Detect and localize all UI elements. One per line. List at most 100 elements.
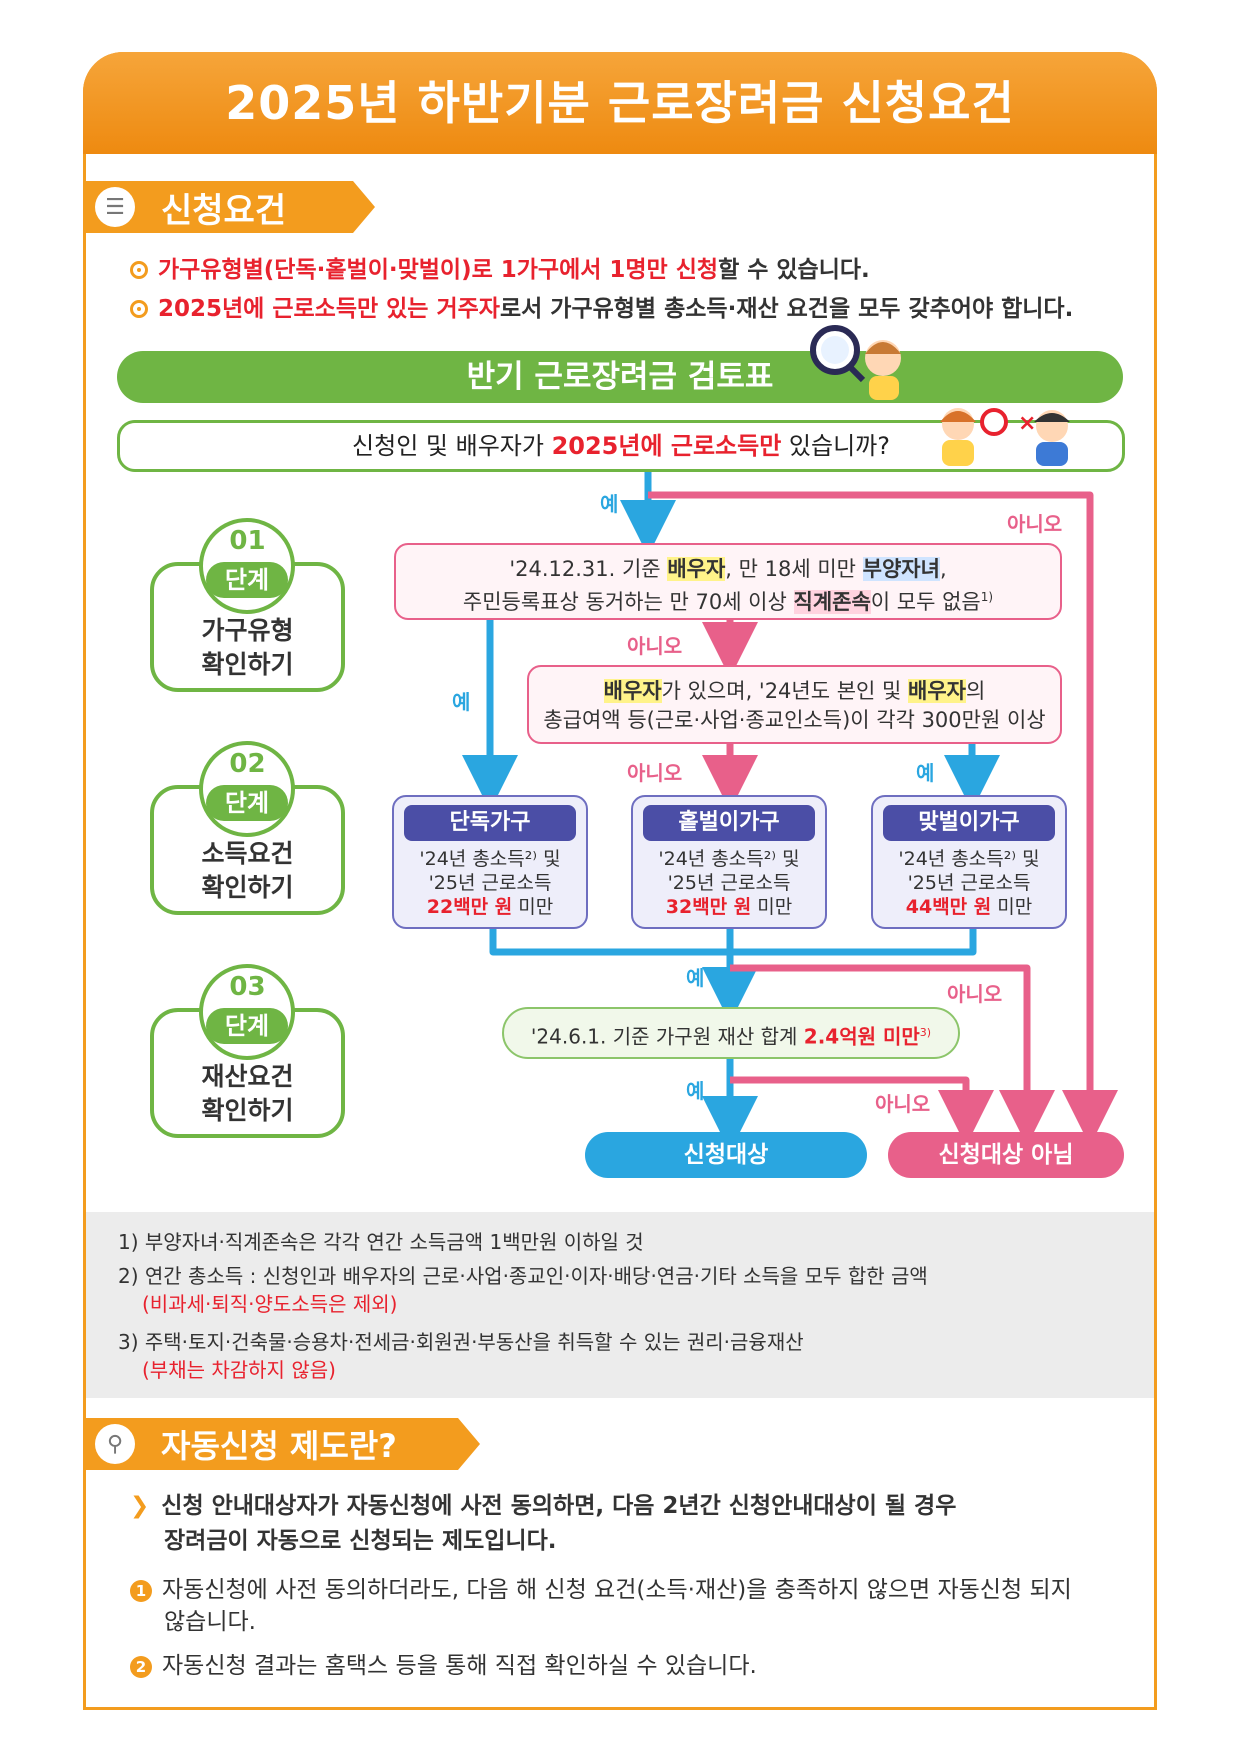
- number-marker-icon: 2: [130, 1656, 152, 1678]
- checklist-title: 반기 근로장려금 검토표: [117, 351, 1123, 403]
- question-text: 신청인 및 배우자가: [352, 432, 552, 460]
- section-title: 자동신청 제도란?: [161, 1427, 397, 1465]
- step-text-line2: 확인하기: [201, 873, 294, 902]
- household-amount: 44백만 원: [905, 896, 992, 918]
- asset-requirement-box: '24.6.1. 기준 가구원 재산 합계 2.4억원 미만3): [502, 1007, 960, 1059]
- household-line: '24년 총소득²⁾ 및: [898, 848, 1040, 870]
- highlight-spouse: 배우자: [908, 679, 967, 703]
- question-highlight: 2025년에 근로소득만: [551, 432, 782, 460]
- footnote-2-sub: (비과세·퇴직·양도소득은 제외): [142, 1292, 398, 1316]
- highlight-lineal-ascendant: 직계존속: [793, 590, 871, 614]
- step-number: 01: [229, 526, 266, 556]
- bullet-highlight: 2025년에 근로소득만 있는 거주자: [158, 296, 500, 322]
- flow-label-yes: 예: [916, 761, 935, 785]
- chevron-right-icon: ❯: [130, 1493, 150, 1519]
- decision-text: 이 모두 없음: [870, 590, 981, 614]
- flow-label-no: 아니오: [627, 761, 683, 785]
- svg-text:×: ×: [1018, 411, 1036, 436]
- household-line: '25년 근로소득: [428, 872, 552, 894]
- footnote-3-sub: (부채는 차감하지 않음): [142, 1358, 336, 1382]
- household-line: '24년 총소득²⁾ 및: [658, 848, 800, 870]
- auto-apply-item-1: 1 자동신청에 사전 동의하더라도, 다음 해 신청 요건(소득·재산)을 충족하…: [130, 1570, 1072, 1604]
- step-text-line2: 확인하기: [201, 1096, 294, 1125]
- section-title: 신청요건: [161, 190, 287, 231]
- magnifier-icon: ⚲: [95, 1424, 135, 1464]
- document-icon: ☰: [95, 187, 135, 227]
- flow-label-no: 아니오: [1007, 512, 1063, 536]
- decision-text: ,: [939, 557, 947, 581]
- household-title: 홑벌이가구: [643, 805, 815, 841]
- requirement-bullet-1: 가구유형별(단독·홑벌이·맞벌이)로 1가구에서 1명만 신청할 수 있습니다.: [130, 250, 870, 284]
- asset-highlight: 2.4억원 미만: [803, 1024, 920, 1049]
- highlight-spouse: 배우자: [667, 557, 726, 581]
- household-title: 맞벌이가구: [883, 805, 1055, 841]
- auto-item2-text: 자동신청 결과는 홈택스 등을 통해 직접 확인하실 수 있습니다.: [162, 1653, 757, 1679]
- bullet-text: 로서 가구유형별 총소득·재산 요건을 모두 갖추어야 합니다.: [499, 296, 1074, 322]
- asset-text: '24.6.1. 기준 가구원 재산 합계: [530, 1024, 804, 1049]
- flow-label-no: 아니오: [947, 982, 1003, 1006]
- step-text-line1: 가구유형: [201, 616, 294, 645]
- step-label: 단계: [206, 785, 288, 821]
- footnote-2: 2) 연간 총소득 : 신청인과 배우자의 근로·사업·종교인·이자·배당·연금…: [118, 1264, 928, 1288]
- number-marker-icon: 1: [130, 1580, 152, 1602]
- household-suffix: 미만: [512, 896, 554, 918]
- flow-label-yes: 예: [600, 492, 619, 516]
- household-title: 단독가구: [404, 805, 576, 841]
- step-text-line2: 확인하기: [201, 650, 294, 679]
- step-text-line1: 소득요건: [201, 839, 294, 868]
- step-number: 02: [229, 749, 266, 779]
- footnote-mark: 1): [980, 590, 994, 604]
- bullet-circle-icon: [130, 261, 148, 279]
- highlight-spouse: 배우자: [603, 679, 662, 703]
- requirement-bullet-2: 2025년에 근로소득만 있는 거주자로서 가구유형별 총소득·재산 요건을 모…: [130, 289, 1073, 323]
- household-line: '25년 근로소득: [907, 872, 1031, 894]
- step-number: 03: [229, 972, 266, 1002]
- auto-main-line2: 장려금이 자동으로 신청되는 제도입니다.: [164, 1528, 557, 1554]
- decision-text: , 만 18세 미만: [725, 557, 863, 581]
- household-suffix: 미만: [751, 896, 793, 918]
- flow-label-yes: 예: [686, 966, 705, 990]
- auto-apply-item-2: 2 자동신청 결과는 홈택스 등을 통해 직접 확인하실 수 있습니다.: [130, 1646, 757, 1680]
- bullet-circle-icon: [130, 300, 148, 318]
- section-tab-auto-apply: ⚲ 자동신청 제도란?: [83, 1418, 480, 1470]
- step-label: 단계: [206, 562, 288, 598]
- footnote-1: 1) 부양자녀·직계존속은 각각 연간 소득금액 1백만원 이하일 것: [118, 1230, 644, 1254]
- household-line: '24년 총소득²⁾ 및: [419, 848, 561, 870]
- ox-kids-icon: ×: [940, 408, 1070, 466]
- bullet-highlight: 가구유형별(단독·홑벌이·맞벌이)로 1가구에서 1명만 신청: [158, 257, 719, 283]
- auto-apply-main: ❯ 신청 안내대상자가 자동신청에 사전 동의하면, 다음 2년간 신청안내대상이…: [130, 1486, 956, 1520]
- footnote-mark: 3): [919, 1026, 932, 1039]
- decision-text: '24.12.31. 기준: [509, 557, 668, 581]
- decision-box-spouse-income: 배우자가 있으며, '24년도 본인 및 배우자의 총급여액 등(근로·사업·종…: [527, 665, 1062, 744]
- magnifier-kid-icon: [810, 325, 901, 400]
- flow-label-no: 아니오: [875, 1092, 931, 1116]
- decision-text: 의: [966, 679, 986, 703]
- result-not-eligible: 신청대상 아님: [888, 1132, 1124, 1178]
- step-label: 단계: [206, 1008, 288, 1044]
- decision-text: 가 있으며, '24년도 본인 및: [661, 679, 909, 703]
- highlight-dependent-children: 부양자녀: [862, 557, 940, 581]
- flow-label-yes: 예: [686, 1079, 705, 1103]
- bullet-text: 할 수 있습니다.: [718, 257, 870, 283]
- auto-item1-line2: 않습니다.: [164, 1609, 256, 1635]
- household-amount: 32백만 원: [665, 896, 752, 918]
- decision-text: 주민등록표상 동거하는 만 70세 이상: [462, 590, 794, 614]
- decision-text: 총급여액 등(근로·사업·종교인소득)이 각각 300만원 이상: [543, 708, 1046, 732]
- page-title: 2025년 하반기분 근로장려금 신청요건: [83, 52, 1157, 154]
- step-text-line1: 재산요건: [201, 1062, 294, 1091]
- question-text-end: 있습니까?: [781, 432, 890, 460]
- flow-label-no: 아니오: [627, 634, 683, 658]
- auto-main-line1: 신청 안내대상자가 자동신청에 사전 동의하면, 다음 2년간 신청안내대상이 …: [161, 1493, 957, 1519]
- household-amount: 22백만 원: [426, 896, 513, 918]
- decision-box-dependents: '24.12.31. 기준 배우자, 만 18세 미만 부양자녀, 주민등록표상…: [394, 543, 1062, 620]
- household-suffix: 미만: [991, 896, 1033, 918]
- auto-item1-line1: 자동신청에 사전 동의하더라도, 다음 해 신청 요건(소득·재산)을 충족하지…: [162, 1577, 1072, 1603]
- question-box: 신청인 및 배우자가 2025년에 근로소득만 있습니까?: [117, 420, 1125, 472]
